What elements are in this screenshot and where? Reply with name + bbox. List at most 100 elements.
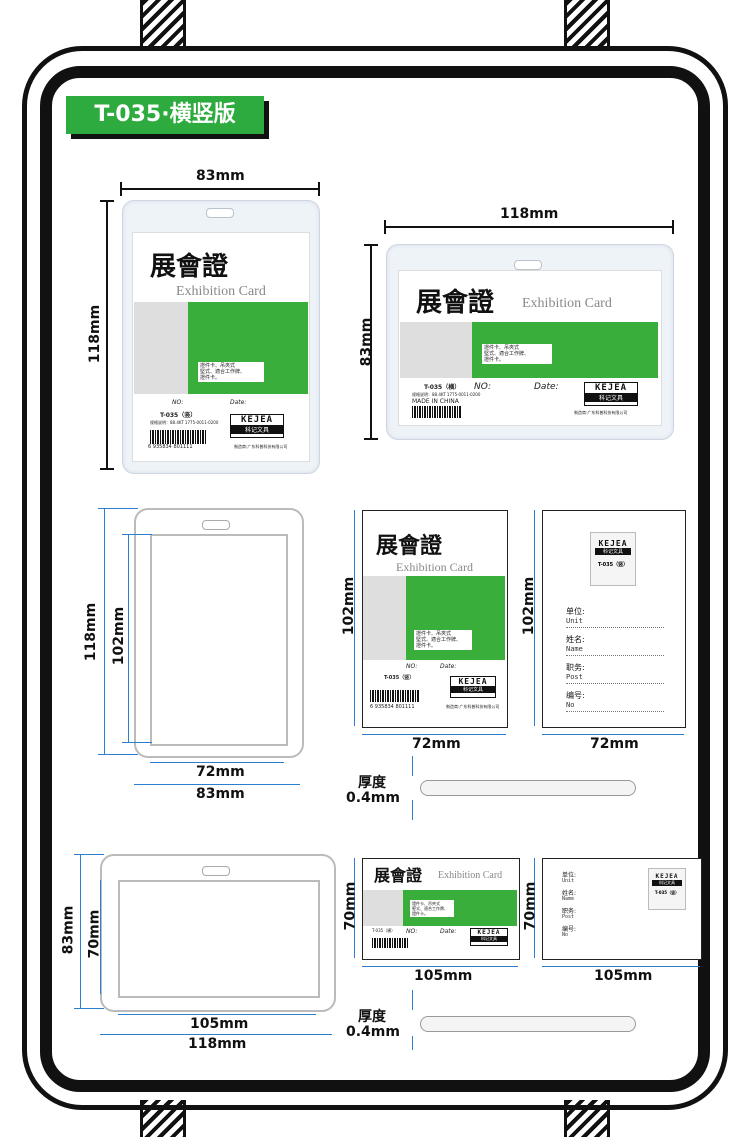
logo-sub: 科记文具 [652,880,682,886]
thickness-label-2: 厚度 [358,1009,386,1025]
note-line: 堅式、適合工作牌、 [416,637,462,643]
dim-label-83-a: 83mm [196,786,245,802]
dim-72-h [150,762,284,763]
back-field-label-h: 编号: [562,926,577,933]
card-en-title-hf: Exhibition Card [438,870,503,881]
logo-sub: 科记文具 [451,686,495,693]
note-line: 證件卡、吊夾式 [412,901,440,906]
tick [364,438,378,440]
card-cn-title-h: 展會證 [416,288,495,318]
model-label: T-035（竖） [160,412,197,419]
dim-tick [74,854,104,855]
dim-label-83-v3: 83mm [60,905,77,955]
spec-line: 规格说明：88.4KT 1775-0011-0200 [150,420,219,425]
back-field-label-h: 姓名: [562,890,577,897]
dim-label-70-v3: 70mm [86,909,103,959]
dim-tick [74,1008,104,1009]
back-field-sub-h: Unit [562,878,575,884]
dim-label-118-a: 118mm [188,1036,247,1052]
no-label-h: NO: [474,382,492,392]
note-line: 堅式、適合工作牌、 [484,351,530,357]
slot [202,520,230,530]
card-cn-title: 展會證 [150,252,229,282]
tick [384,220,386,234]
dim-72-vb [542,734,684,735]
barcode-hf [372,938,408,948]
logo-sub: 科记文具 [585,393,637,402]
date-label: Date: [230,399,247,406]
grey-block [134,302,188,394]
date-label-vf: Date: [440,663,457,670]
back-field-sub: Name [566,645,583,653]
outer-frame [22,46,728,1110]
card-note-vf: 證件卡、吊夾式 堅式、適合工作牌、 證件卡。 [414,630,472,650]
dim-83-h [134,784,300,785]
model-label-hf: T-035（横） [372,928,396,933]
thickness-guide [412,756,413,776]
no-label: NO: [172,399,184,406]
dim-102-vb [534,510,535,726]
note-line: 證件卡、吊夾式 [416,631,452,637]
dim-72-vf [362,734,506,735]
logo-text: KEJEA [598,539,628,548]
barcode-digits-vf: 6 935834 801111 [370,704,415,710]
barcode-vf [370,690,420,702]
slot [206,208,234,218]
field-line [566,683,664,684]
card-cn-title-hf: 展會證 [374,866,423,885]
dim-label-83-v: 83mm [358,317,375,367]
horizontal-inner-outline [118,880,320,998]
dim-tick [122,742,152,743]
dim-105-h3 [118,1014,316,1015]
model-label-hb: T-035（竖） [654,890,680,895]
field-line [566,655,664,656]
thickness-guide [412,800,413,820]
logo-text: KEJEA [594,383,628,393]
kejea-logo-h: KEJEA 科记文具 [584,382,638,406]
back-field-label: 职务: [566,663,585,672]
vertical-inner-outline [150,534,288,746]
back-field-sub: No [566,701,575,709]
model-label-vb: T-035（竖） [597,562,629,568]
kejea-logo-vf: KEJEA 科记文具 [450,676,496,698]
card-note-hf: 證件卡、吊夾式 堅式、適合工作牌、 證件卡。 [410,900,454,917]
kejea-logo: KEJEA 科记文具 [230,414,284,438]
note-line: 證件卡、吊夾式 [200,363,236,369]
thickness-guide [412,990,413,1010]
dim-70-v3 [100,880,101,994]
model-label-h: T-035（横） [424,384,461,391]
note-line: 證件卡、吊夾式 [484,345,520,351]
dim-label-105-hf: 105mm [414,968,473,984]
back-field-sub-h: Post [562,914,575,920]
tick [364,244,378,246]
dim-tick [98,754,138,755]
dim-label-83: 83mm [196,168,245,184]
tick [100,200,114,202]
dim-label-72-a: 72mm [196,764,245,780]
page-title: T-035·横竖版 [66,96,264,134]
dim-83-v3 [80,854,81,1008]
dim-line-83-left [370,244,372,440]
note-line: 證件卡。 [200,375,221,381]
dim-label-102-vf: 102mm [341,576,358,636]
slot [202,866,230,876]
dim-70-hb [534,858,535,958]
dim-118-h3 [100,1034,332,1035]
dim-label-72-vf: 72mm [412,736,461,752]
logo-sub: 科记文具 [231,425,283,434]
card-en-title-vf: Exhibition Card [396,560,473,574]
dim-label-102-v: 102mm [111,606,128,666]
back-field-label: 单位: [566,607,585,616]
thickness-value-1: 0.4mm [346,790,400,806]
tick [120,182,122,196]
kejea-logo-vb: KEJEA 科记文具 T-035（竖） [590,532,636,586]
card-cn-title-vf: 展會證 [376,533,443,559]
dim-105-hb [542,966,700,967]
strap-top-left [140,0,186,50]
spec-line-h: 规格说明：88.4KT 1775-0011-0200 [412,392,481,397]
field-line [566,711,664,712]
strap-top-right [564,0,610,50]
dim-line-83-top [120,188,320,190]
grey-block [363,890,403,926]
back-field-label-h: 职务: [562,908,577,915]
